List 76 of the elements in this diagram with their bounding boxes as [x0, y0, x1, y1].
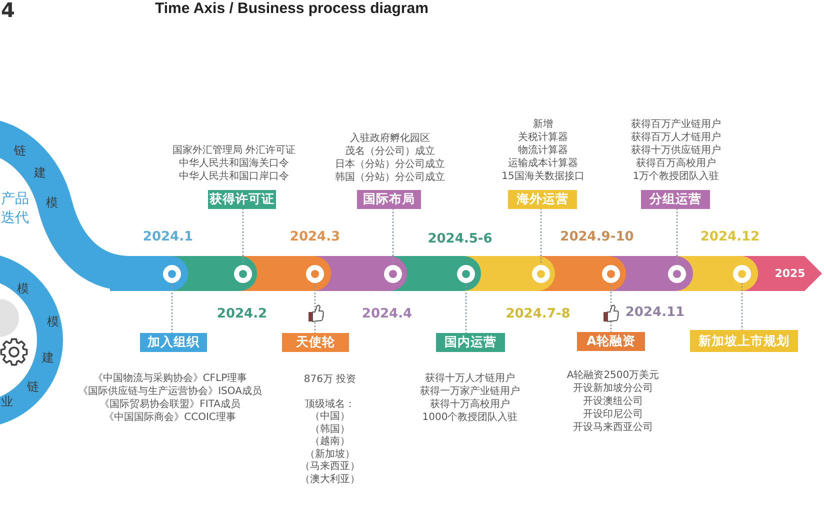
ring-text: 模 [17, 282, 29, 296]
milestone-box: 国内运营 [436, 333, 505, 352]
note-text: 中华人民共和国海关口令 [179, 158, 289, 170]
date-label: 2024.1 [142, 230, 194, 244]
note-text: A轮融资2500万美元 [566, 370, 660, 382]
note-text: 韩国（分站）分公司成立 [335, 172, 445, 184]
band-text: 链 [14, 144, 26, 158]
milestone-box: 分组运营 [641, 190, 710, 209]
milestone-box: 海外运营 [508, 190, 577, 209]
note-text: 获得一万家产业链用户 [420, 386, 520, 398]
ring-text: 链 [27, 380, 39, 394]
note-text: 运输成本计算器 [508, 158, 578, 170]
date-label: 2024.3 [290, 230, 340, 244]
note-text: 《中国物流与采购协会》CFLP理事 [92, 373, 248, 385]
band-text: 建 [34, 166, 46, 180]
band-heading: 产品迭代 [1, 190, 30, 228]
note-text: 开设马来西亚公司 [573, 422, 653, 434]
note-text: （马来西亚） [300, 461, 360, 473]
note-text: （新加坡） [305, 448, 355, 460]
note-text: （中国） [310, 411, 350, 423]
leader-line [392, 208, 394, 266]
note-text: 获得十万供应链用户 [631, 145, 721, 157]
note-text: 国家外汇管理局 外汇许可证 [172, 145, 296, 157]
date-label: 2024.12 [700, 230, 760, 244]
note-text: 茂名（分公司）成立 [345, 146, 435, 158]
leader-line [741, 282, 743, 331]
note-text: 1000个教授团队入驻 [422, 412, 518, 424]
leader-line [676, 208, 678, 266]
leader-line [171, 282, 173, 334]
milestone-box: 天使轮 [282, 333, 349, 352]
arrow-band: 2025 [740, 256, 822, 291]
note-text: 获得十万高校用户 [430, 399, 510, 411]
leader-line [314, 282, 316, 334]
milestone-box: 新加坡上市规划 [690, 330, 798, 352]
note-text: 获得百万高校用户 [636, 158, 716, 170]
date-label: 2024.11 [625, 306, 685, 320]
ring-text: 建 [42, 351, 54, 365]
note-text: 中华人民共和国口岸口令 [179, 171, 289, 183]
note-text: 15国海关数据接口 [502, 171, 584, 183]
note-text: 开设澳纽公司 [583, 396, 643, 408]
milestone-box: A轮融资 [577, 332, 645, 351]
note-text: 《国际贸易协会联盟》FITA成员 [100, 399, 240, 411]
milestone-box: 获得许可证 [208, 190, 276, 209]
date-label: 2024.2 [216, 306, 268, 322]
note-text: 获得十万人才链用户 [425, 373, 515, 385]
band-text: 模 [46, 196, 58, 210]
note-text: 获得百万人才链用户 [631, 132, 721, 144]
note-text: 日本（分站）分公司成立 [335, 159, 445, 171]
note-text: 新增 [533, 119, 553, 131]
note-text: 开设新加坡分公司 [573, 383, 653, 395]
leader-line [540, 208, 542, 266]
leader-line [242, 208, 244, 266]
note-text: 入驻政府孵化园区 [350, 133, 430, 145]
milestone-box: 国际布局 [357, 190, 421, 209]
ring-text: 模 [47, 315, 59, 329]
date-label: 2024.7-8 [506, 306, 570, 322]
date-label: 2024.9-10 [560, 230, 634, 244]
note-text: 开设印尼公司 [583, 409, 643, 421]
note-text: 1万个教授团队入驻 [632, 171, 720, 183]
section-number: 4 [1, 0, 15, 21]
date-label: 2024.5-6 [428, 232, 492, 246]
note-text: 876万 投资 [304, 374, 356, 386]
note-text: 《国际供应链与生产运营协会》ISOA成员 [78, 386, 262, 398]
note-text: （澳大利亚） [300, 474, 360, 486]
ring-text: 业 [1, 395, 13, 409]
milestone-box: 加入组织 [140, 333, 207, 352]
note-text: 获得百万产业链用户 [631, 119, 721, 131]
note-text: 《中国国际商会》CCOIC理事 [104, 412, 236, 424]
title: Time Axis / Business process diagram [155, 0, 428, 17]
note-text: 关税计算器 [518, 132, 568, 144]
note-text: 顶级域名： [305, 398, 355, 410]
note-text: （韩国） [310, 424, 350, 436]
note-text: （越南） [310, 436, 350, 448]
leader-line [465, 282, 467, 334]
note-text: 物流计算器 [518, 145, 568, 157]
date-label: 2024.4 [362, 306, 412, 322]
